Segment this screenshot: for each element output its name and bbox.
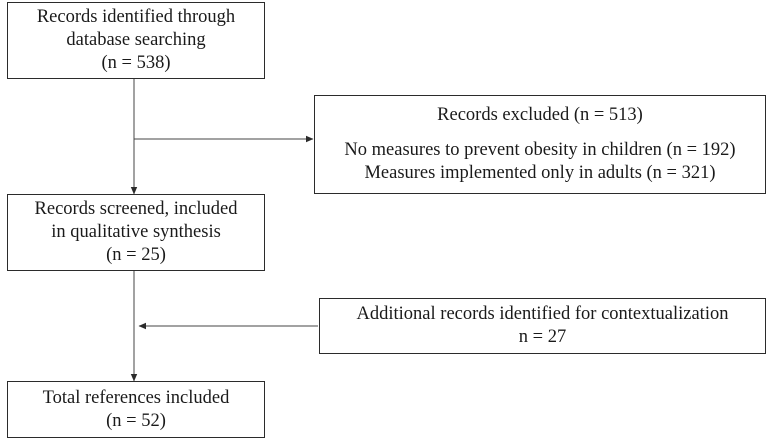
screened-line-2: in qualitative synthesis [51, 222, 221, 242]
identified-box: Records identified through database sear… [7, 2, 265, 79]
additional-count: n = 27 [518, 327, 567, 347]
identified-line-2: database searching [66, 30, 206, 50]
identified-count: (n = 538) [101, 53, 171, 73]
total-count: (n = 52) [106, 410, 166, 431]
total-line-1: Total references included [42, 387, 230, 408]
excluded-reason-2: Measures implemented only in adults (n =… [364, 163, 716, 183]
excluded-title: Records excluded (n = 513) [437, 105, 643, 125]
screened-count: (n = 25) [106, 245, 166, 265]
additional-box: Additional records identified for contex… [319, 298, 766, 354]
additional-line-1: Additional records identified for contex… [356, 304, 729, 324]
screened-line-1: Records screened, included [34, 199, 238, 219]
excluded-reason-1: No measures to prevent obesity in childr… [344, 140, 736, 160]
total-box: Total references included (n = 52) [7, 381, 265, 438]
screened-box: Records screened, included in qualitativ… [7, 194, 265, 271]
excluded-box: Records excluded (n = 513) No measures t… [314, 95, 766, 194]
identified-line-1: Records identified through [36, 7, 236, 27]
